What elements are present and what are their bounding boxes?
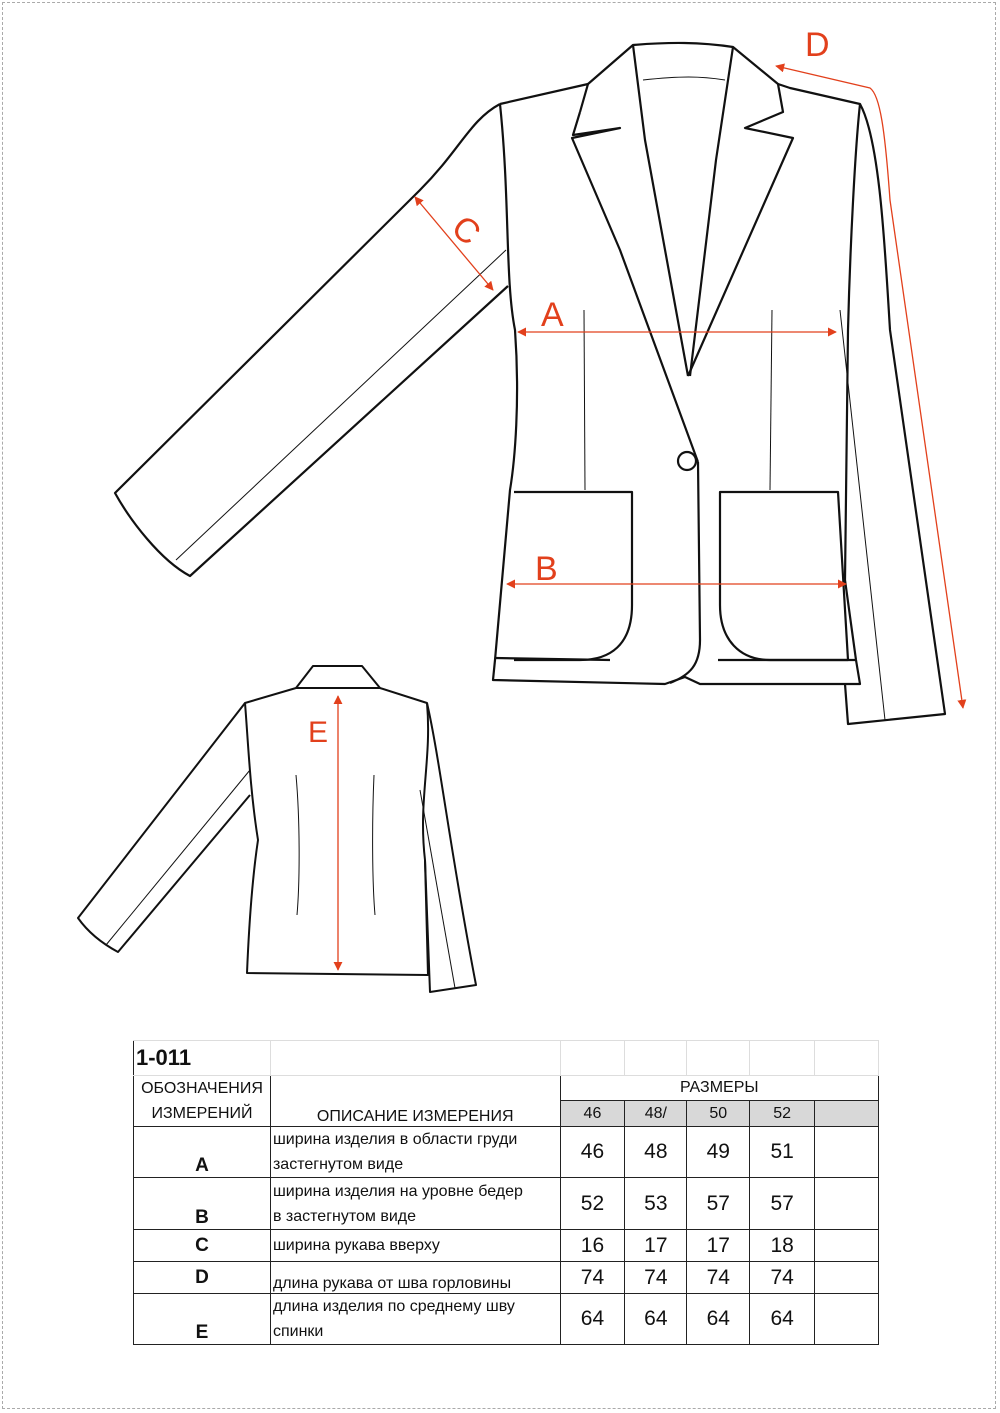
value: 74 <box>559 1261 626 1294</box>
button <box>676 450 698 472</box>
value: 53 <box>624 1177 688 1230</box>
lapel <box>587 41 795 377</box>
front-body-outline <box>491 82 862 686</box>
right-sleeve <box>843 103 947 726</box>
size-52: 52 <box>749 1100 816 1127</box>
value: 64 <box>624 1293 688 1345</box>
value: 17 <box>624 1229 688 1262</box>
value: 18 <box>749 1229 816 1262</box>
size-46: 46 <box>559 1100 626 1127</box>
value: 57 <box>749 1177 816 1230</box>
value: 17 <box>686 1229 751 1262</box>
right-pocket <box>718 490 850 662</box>
value: 64 <box>559 1293 626 1345</box>
label-c: C <box>444 208 487 253</box>
value: 46 <box>559 1126 626 1178</box>
left-sleeve <box>113 103 509 578</box>
value: 74 <box>686 1261 751 1294</box>
value: 74 <box>749 1261 816 1294</box>
value: 74 <box>624 1261 688 1294</box>
label-d: D <box>805 26 830 64</box>
value: 57 <box>686 1177 751 1230</box>
value: 51 <box>749 1126 816 1178</box>
row-desc: длина рукава от шва горловины <box>269 1261 561 1294</box>
back-left-sleeve <box>77 702 251 953</box>
value: 52 <box>559 1177 626 1230</box>
row-letter: B <box>133 1177 271 1230</box>
label-e: E <box>308 716 328 749</box>
header-description: ОПИСАНИЕ ИЗМЕРЕНИЯ <box>269 1075 561 1127</box>
row-letter: E <box>133 1293 271 1345</box>
back-body-outline <box>244 665 430 976</box>
jacket-technical-drawing: A B C D E <box>77 26 967 993</box>
value: 16 <box>559 1229 626 1262</box>
value: 64 <box>749 1293 816 1345</box>
value: 48 <box>624 1126 688 1178</box>
row-letter: C <box>133 1229 271 1262</box>
row-letter: A <box>133 1126 271 1178</box>
back-right-sleeve <box>424 702 477 993</box>
size-48: 48/ <box>624 1100 688 1127</box>
label-a: A <box>541 296 564 334</box>
size-50: 50 <box>686 1100 751 1127</box>
label-b: B <box>535 550 558 588</box>
value: 49 <box>686 1126 751 1178</box>
value: 64 <box>686 1293 751 1345</box>
left-pocket <box>514 490 634 662</box>
model-code: 1-011 <box>133 1040 271 1076</box>
header-sizes: РАЗМЕРЫ <box>559 1075 879 1101</box>
row-letter: D <box>133 1261 271 1294</box>
row-desc: ширина рукава вверху <box>269 1229 561 1262</box>
